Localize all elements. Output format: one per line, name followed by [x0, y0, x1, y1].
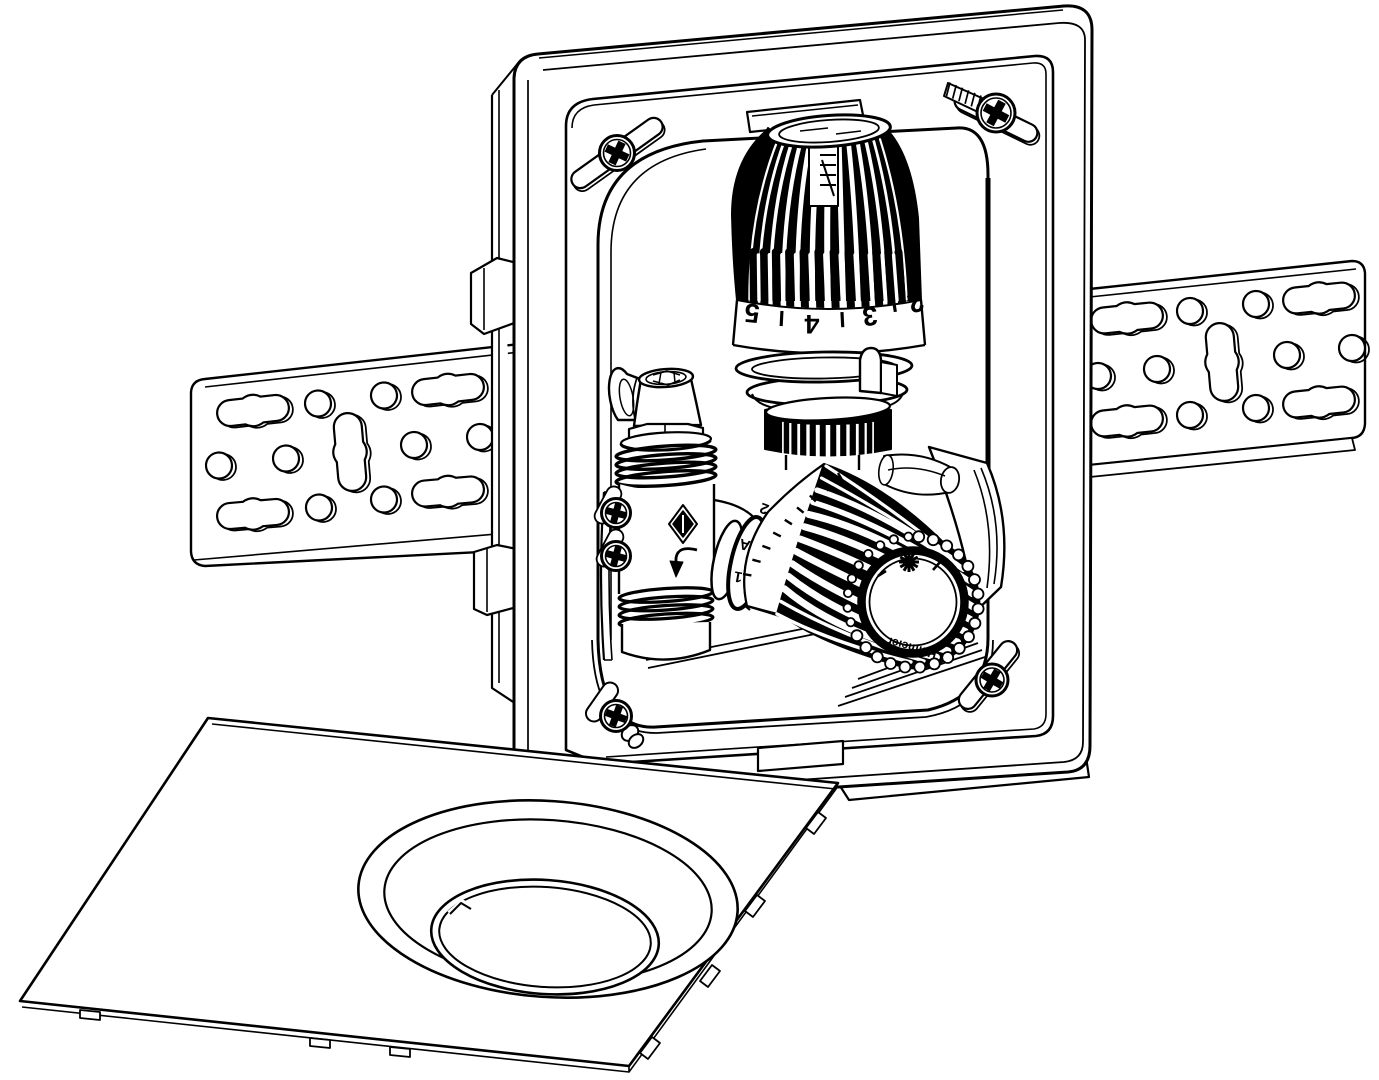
svg-text:I: I — [889, 292, 899, 318]
svg-text:5: 5 — [743, 297, 761, 328]
svg-text:1: 1 — [733, 567, 744, 585]
svg-text:4: 4 — [804, 309, 819, 339]
svg-text:3: 3 — [861, 300, 879, 331]
svg-text:A: A — [737, 535, 752, 554]
svg-text:I: I — [778, 306, 785, 331]
svg-text:I: I — [839, 307, 846, 332]
